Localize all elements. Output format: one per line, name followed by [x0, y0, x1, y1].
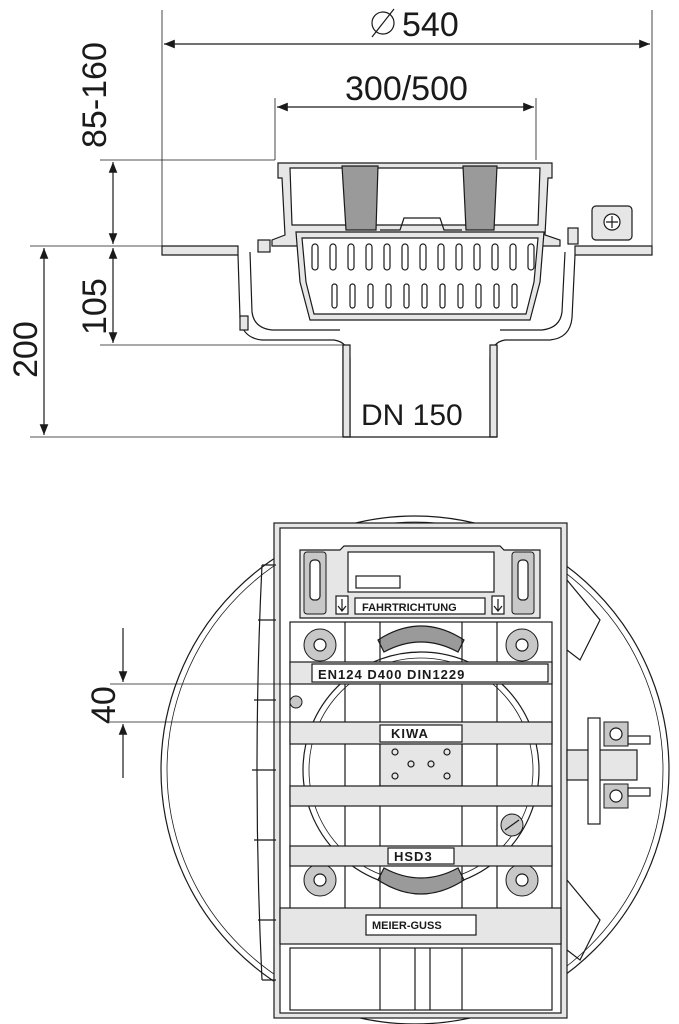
hinge-bolt: [591, 205, 633, 241]
arrow-down-icon: [491, 595, 505, 615]
basket-slot-upper: [491, 243, 499, 271]
dim-total: 200: [7, 321, 45, 378]
dim-inner: 300/500: [345, 70, 468, 108]
grate-bottom-plate: MEIER-GUSS: [279, 907, 562, 1011]
basket-slot-upper: [509, 243, 517, 271]
basket-slot-lower: [439, 283, 446, 309]
basket-slot-upper: [437, 243, 445, 271]
dim-body: 105: [76, 278, 114, 335]
dim-height-adjust: 85-160: [76, 42, 114, 148]
vertical-dimensions: 85-160 105 200: [7, 42, 350, 438]
frame-side-left: [252, 564, 276, 981]
basket-slot-lower: [367, 283, 374, 309]
basket-slot-upper: [347, 243, 355, 271]
side-view: 540 300/500 85-160 105 200: [7, 6, 653, 438]
frame-side-right: [566, 579, 651, 961]
diameter-symbol-icon: [371, 8, 395, 38]
arrow-down-icon: [335, 595, 349, 615]
basket-slot-lower: [475, 283, 482, 309]
basket-slot-upper: [527, 243, 535, 271]
bar-dimension: 40: [85, 628, 300, 778]
basket-slots: [311, 243, 535, 309]
basket-slot-upper: [401, 243, 409, 271]
basket-slot-lower: [331, 283, 338, 309]
basket-slot-lower: [457, 283, 464, 309]
dim-bar: 40: [85, 686, 123, 724]
basket-slot-lower: [493, 283, 500, 309]
grate-bars: EN124 D400 DIN1229 KIWA HSD3: [289, 661, 553, 867]
basket-slot-lower: [385, 283, 392, 309]
top-view: FAHRTRICHTUNG: [85, 515, 670, 1024]
drain-body-section: DN 150: [161, 227, 653, 438]
outer-flange-circle: [160, 515, 670, 1024]
grate-text-norm: EN124 D400 DIN1229: [318, 667, 465, 682]
basket-slot-lower: [403, 283, 410, 309]
top-frame-section: [271, 162, 561, 321]
basket-slot-upper: [473, 243, 481, 271]
grate-text-direction: FAHRTRICHTUNG: [362, 602, 457, 614]
basket-slot-upper: [455, 243, 463, 271]
dim-diameter: 540: [402, 6, 459, 44]
basket-slot-upper: [383, 243, 391, 271]
grate-text-class: HSD3: [394, 849, 433, 864]
inner-dimension: 300/500: [274, 70, 537, 160]
basket-slot-upper: [311, 243, 319, 271]
grate-text-kiwa: KIWA: [391, 726, 429, 741]
basket-slot-upper: [329, 243, 337, 271]
basket-slot-lower: [421, 283, 428, 309]
basket-slot-upper: [365, 243, 373, 271]
basket-slot-lower: [349, 283, 356, 309]
grate-top-plate: FAHRTRICHTUNG: [299, 545, 541, 619]
diameter-dimension: 540: [161, 6, 653, 250]
basket-slot-lower: [511, 283, 518, 309]
pipe-label: DN 150: [361, 399, 463, 432]
grate-text-maker: MEIER-GUSS: [372, 920, 442, 932]
basket-slot-upper: [419, 243, 427, 271]
